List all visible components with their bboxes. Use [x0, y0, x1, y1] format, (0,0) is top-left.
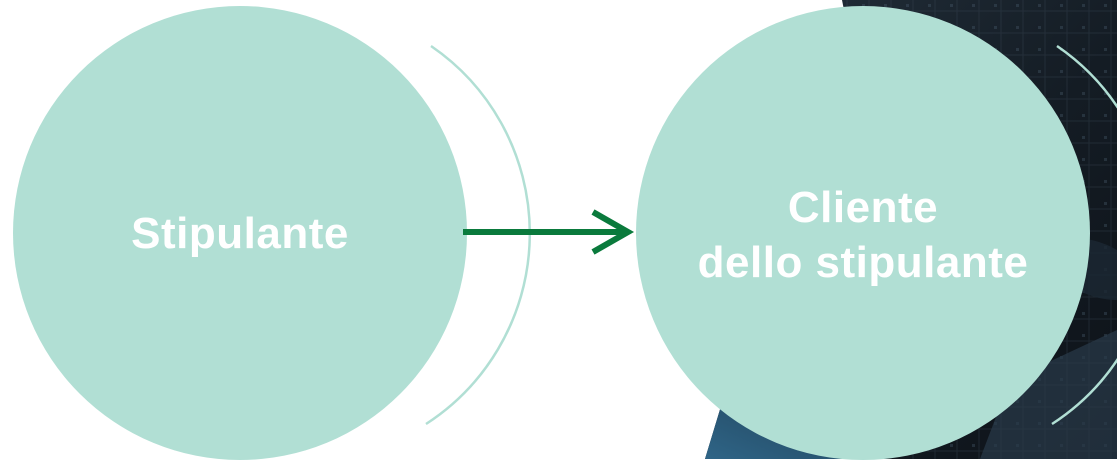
node-stipulante-label: Stipulante [131, 206, 349, 261]
node-cliente-label: Cliente dello stipulante [698, 176, 1029, 290]
node-cliente-line-1: Cliente [787, 183, 939, 232]
arrow-head [591, 209, 635, 255]
right-arc [1051, 44, 1117, 426]
left-arc [425, 44, 532, 426]
node-cliente: Cliente dello stipulante [636, 6, 1090, 460]
node-stipulante: Stipulante [13, 6, 467, 460]
node-cliente-line-2: dello stipulante [697, 238, 1029, 287]
node-stipulante-line-1: Stipulante [131, 208, 349, 258]
